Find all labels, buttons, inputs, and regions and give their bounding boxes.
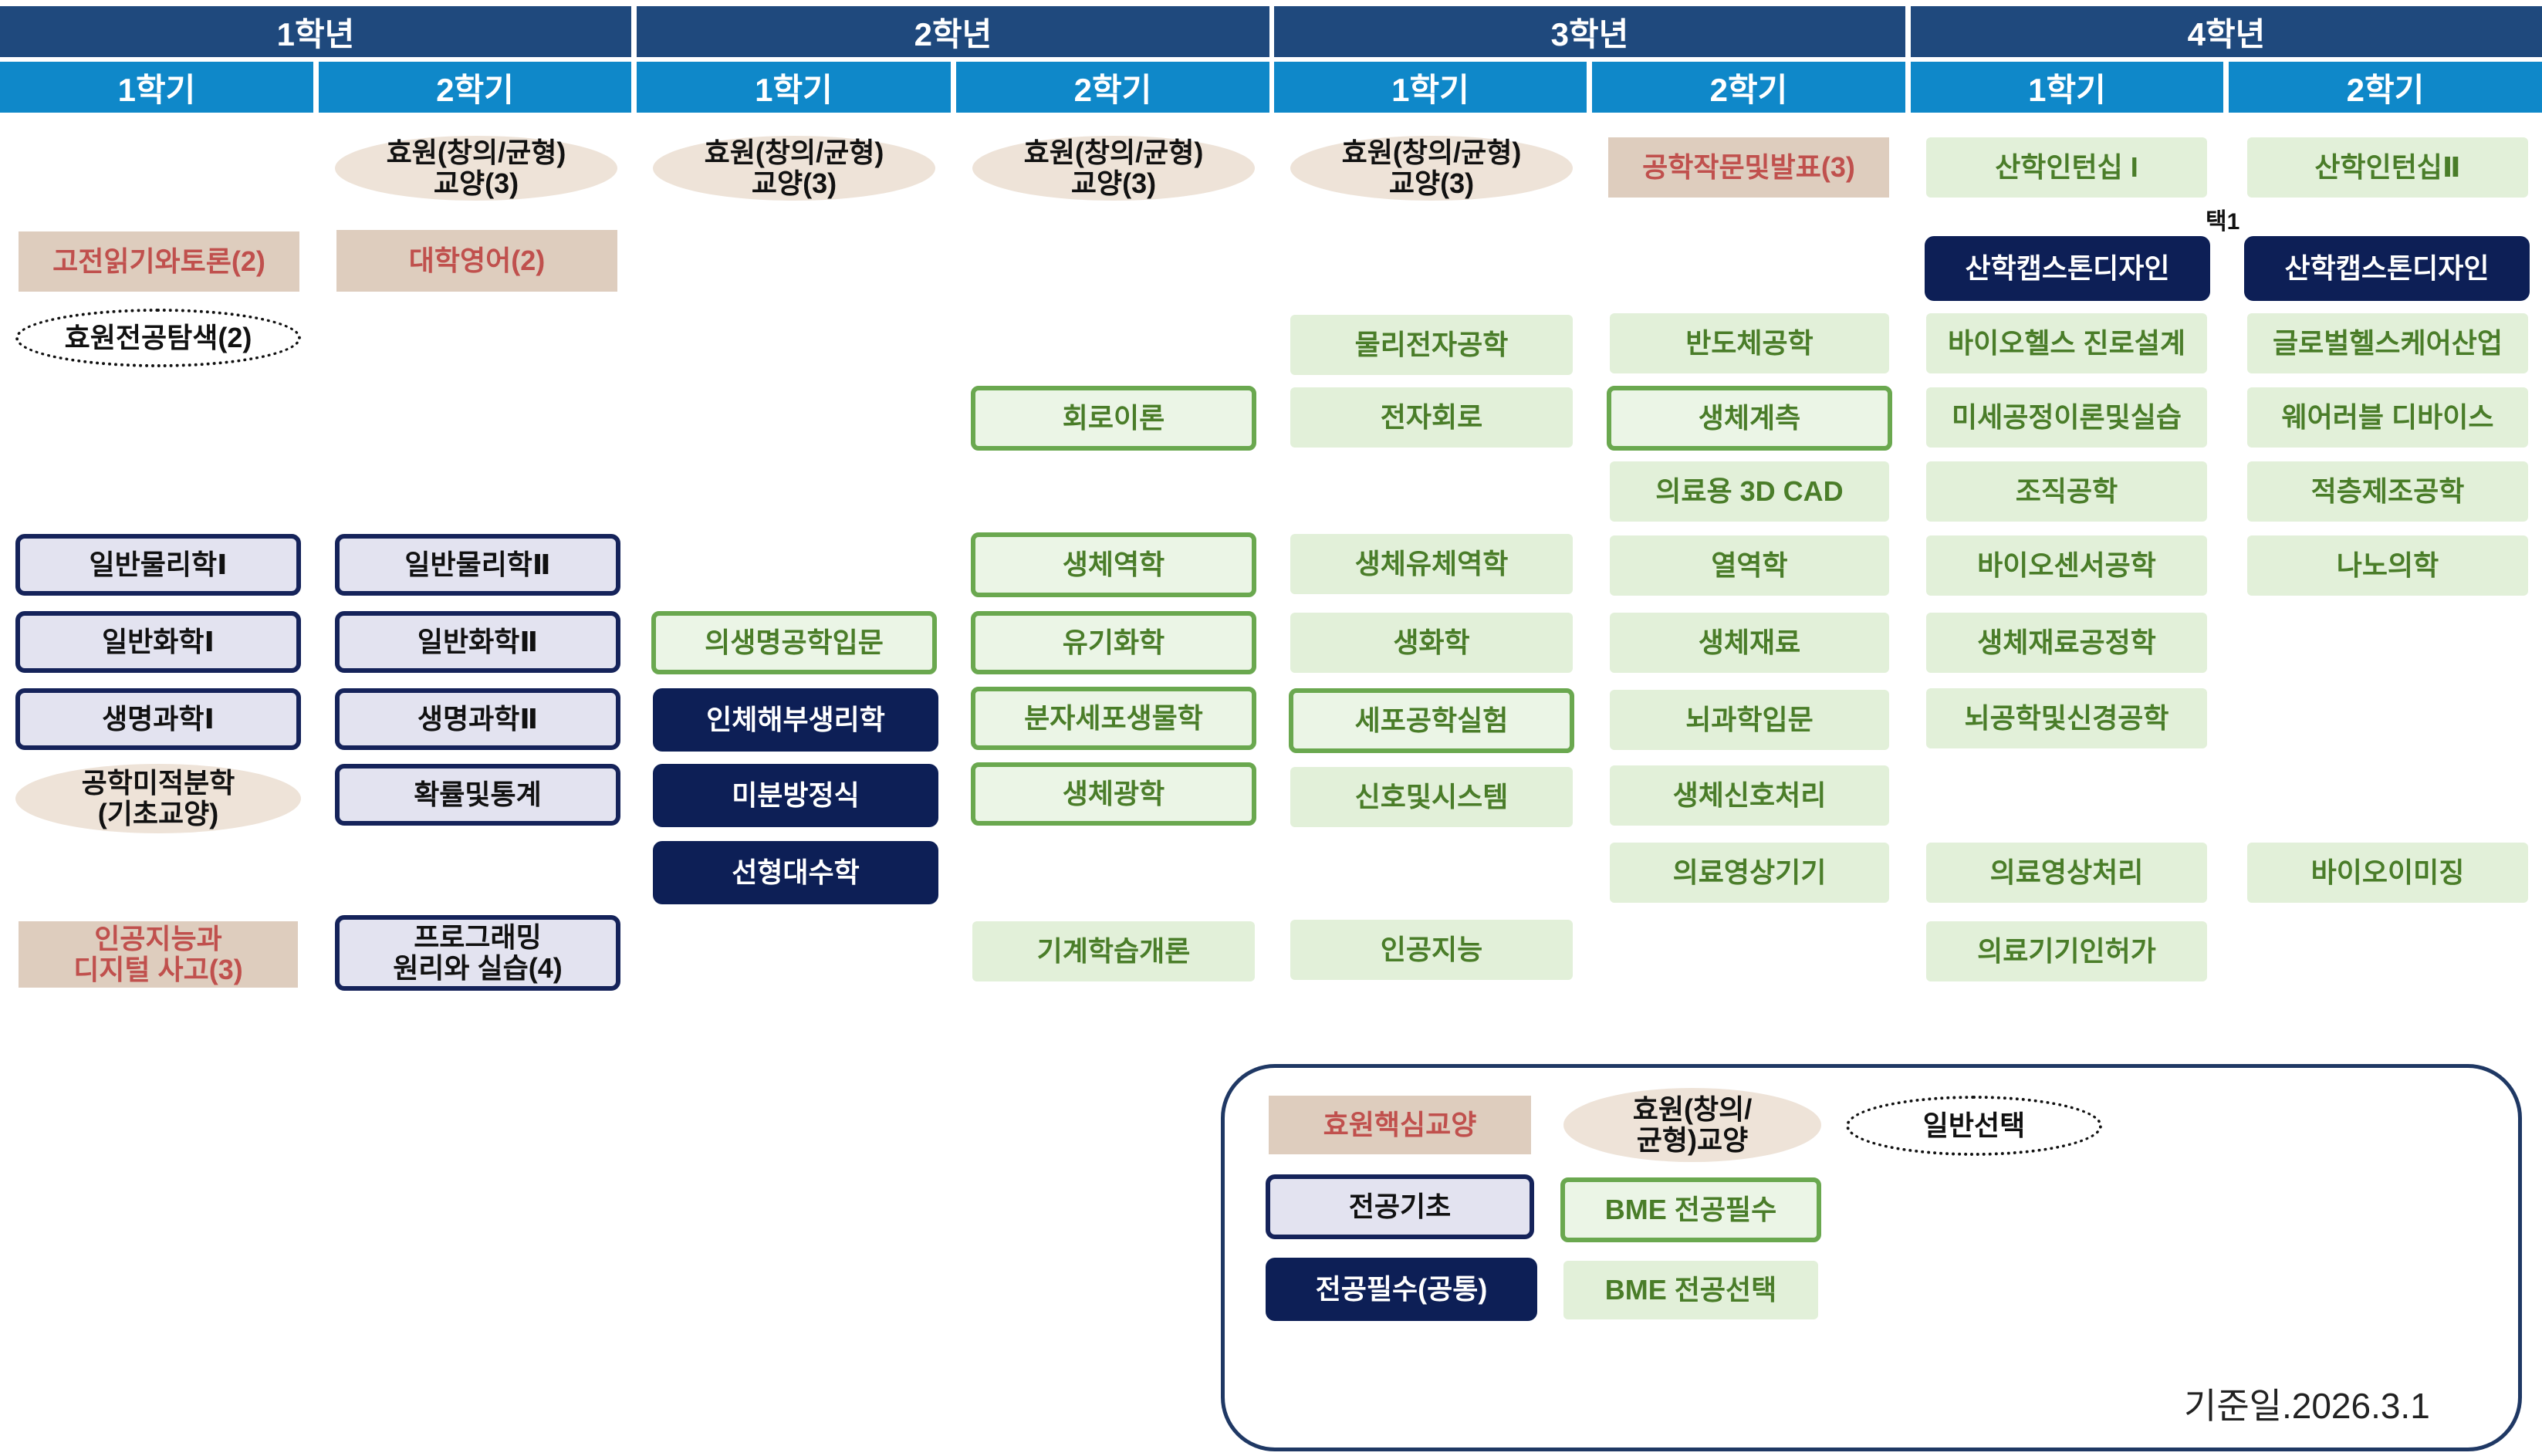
legend-panel (1221, 1064, 2522, 1451)
course-biomedical-measurement: 생체계측 (1607, 386, 1892, 451)
course-physical-electronics: 물리전자공학 (1290, 315, 1573, 375)
course-classics-reading: 고전읽기와토론(2) (19, 231, 299, 292)
choose-one-note: 택1 (2206, 209, 2240, 235)
course-biomedical-intro: 의생명공학입문 (651, 611, 937, 674)
course-engineering-writing: 공학작문및발표(3) (1608, 137, 1889, 198)
course-linear-algebra: 선형대수학 (653, 841, 938, 904)
legend-hyowon-general: 효원(창의/ 균형)교양 (1563, 1088, 1821, 1162)
semester-header-y1s2: 2학기 (319, 62, 631, 113)
course-semiconductor-engineering: 반도체공학 (1610, 313, 1889, 373)
course-engineering-calculus: 공학미적분학 (기초교양) (15, 764, 301, 833)
course-medical-device-approval: 의료기기인허가 (1926, 921, 2207, 981)
course-biosensor-engineering: 바이오센서공학 (1926, 535, 2207, 596)
course-nanomedicine: 나노의학 (2247, 535, 2528, 596)
legend-bme-elective: BME 전공선택 (1563, 1261, 1818, 1319)
course-biomaterial-processing: 생체재료공정학 (1926, 613, 2207, 673)
legend-major-basic: 전공기초 (1266, 1174, 1534, 1239)
course-general-physics-1: 일반물리학Ⅰ (15, 534, 301, 596)
course-human-anatomy-physiology: 인체해부생리학 (653, 688, 938, 752)
semester-header-y2s1: 1학기 (637, 62, 951, 113)
year-header-2: 2학년 (637, 6, 1269, 57)
course-hyowon-general-y2s2: 효원(창의/균형) 교양(3) (972, 136, 1255, 201)
course-medical-imaging-devices: 의료영상기기 (1610, 843, 1889, 903)
course-biochemistry: 생화학 (1290, 613, 1573, 673)
course-life-science-2: 생명과학Ⅱ (335, 688, 620, 750)
course-brain-science-intro: 뇌과학입문 (1610, 690, 1889, 750)
course-general-physics-2: 일반물리학Ⅱ (335, 534, 620, 596)
course-neural-engineering: 뇌공학및신경공학 (1926, 688, 2207, 748)
course-tissue-engineering: 조직공학 (1926, 461, 2207, 522)
year-header-1: 1학년 (0, 6, 631, 57)
reference-date: 기준일.2026.3.1 (2184, 1386, 2430, 1426)
course-general-chemistry-1: 일반화학Ⅰ (15, 611, 301, 673)
course-differential-equations: 미분방정식 (653, 764, 938, 827)
year-header-4: 4학년 (1911, 6, 2542, 57)
course-microfabrication: 미세공정이론및실습 (1926, 387, 2207, 448)
legend-general-elective: 일반선택 (1846, 1096, 2102, 1156)
course-industry-internship-2: 산학인턴십Ⅱ (2247, 137, 2528, 198)
course-electronic-circuits: 전자회로 (1290, 387, 1573, 448)
semester-header-y3s2: 2학기 (1592, 62, 1905, 113)
course-capstone-design-y4s1: 산학캡스톤디자인 (1925, 236, 2210, 301)
semester-header-y2s2: 2학기 (956, 62, 1269, 113)
course-global-healthcare-industry: 글로벌헬스케어산업 (2247, 313, 2528, 373)
course-hyowon-general-y2s1: 효원(창의/균형) 교양(3) (653, 136, 935, 201)
semester-header-y1s1: 1학기 (0, 62, 313, 113)
course-hyowon-general-y3s1: 효원(창의/균형) 교양(3) (1290, 136, 1573, 201)
course-circuit-theory: 회로이론 (971, 386, 1256, 451)
course-organic-chemistry: 유기화학 (971, 611, 1256, 674)
course-programming: 프로그래밍 원리와 실습(4) (335, 915, 620, 991)
course-biofluid-mechanics: 생체유체역학 (1290, 534, 1573, 594)
course-biomechanics: 생체역학 (971, 532, 1256, 597)
course-ai-digital-thinking: 인공지능과 디지털 사고(3) (19, 921, 298, 988)
course-medical-3d-cad: 의료용 3D CAD (1610, 461, 1889, 522)
course-biohealth-career-design: 바이오헬스 진로설계 (1926, 313, 2207, 373)
course-thermodynamics: 열역학 (1610, 535, 1889, 596)
course-hyowon-general-y1s2: 효원(창의/균형) 교양(3) (335, 136, 617, 201)
semester-header-y3s1: 1학기 (1274, 62, 1587, 113)
semester-header-y4s1: 1학기 (1911, 62, 2223, 113)
course-bioimaging: 바이오이미징 (2247, 843, 2528, 903)
course-biophotonics: 생체광학 (971, 762, 1256, 826)
legend-core-liberal-arts: 효원핵심교양 (1269, 1096, 1531, 1154)
course-major-exploration: 효원전공탐색(2) (15, 309, 301, 367)
course-signals-systems: 신호및시스템 (1290, 767, 1573, 827)
semester-header-y4s2: 2학기 (2229, 62, 2542, 113)
course-cell-engineering-lab: 세포공학실험 (1289, 688, 1574, 753)
course-general-chemistry-2: 일반화학Ⅱ (335, 611, 620, 673)
course-artificial-intelligence: 인공지능 (1290, 920, 1573, 980)
course-additive-manufacturing: 적층제조공학 (2247, 461, 2528, 522)
legend-bme-required: BME 전공필수 (1560, 1177, 1821, 1242)
course-machine-learning-intro: 기계학습개론 (972, 921, 1255, 981)
course-college-english: 대학영어(2) (336, 230, 617, 292)
year-header-3: 3학년 (1274, 6, 1905, 57)
course-life-science-1: 생명과학Ⅰ (15, 688, 301, 750)
course-medical-image-processing: 의료영상처리 (1926, 843, 2207, 903)
legend-common-required: 전공필수(공통) (1266, 1258, 1537, 1321)
course-probability-statistics: 확률및통계 (335, 764, 620, 826)
course-industry-internship-1: 산학인턴십 I (1926, 137, 2207, 198)
course-biosignal-processing: 생체신호처리 (1610, 765, 1889, 826)
course-molecular-cell-biology: 분자세포생물학 (971, 687, 1256, 750)
course-biomaterials: 생체재료 (1610, 613, 1889, 673)
course-wearable-devices: 웨어러블 디바이스 (2247, 387, 2528, 448)
course-capstone-design-y4s2: 산학캡스톤디자인 (2244, 236, 2530, 301)
